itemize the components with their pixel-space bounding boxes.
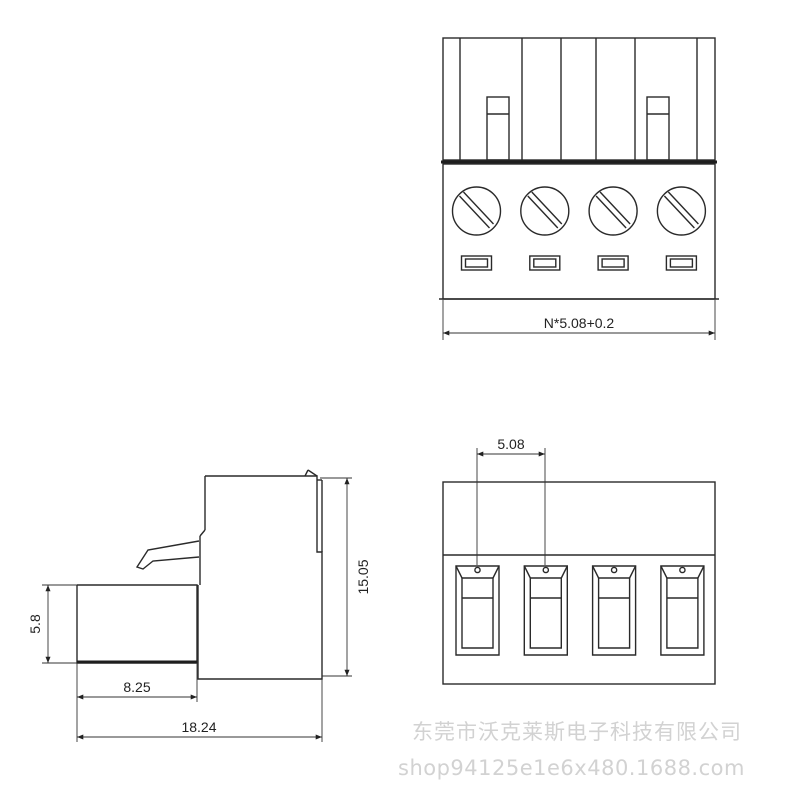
side-view: 15.05 5.8 8.25 18.24 xyxy=(27,469,371,742)
socket xyxy=(591,565,637,656)
screw-icon xyxy=(520,186,570,236)
watermark-url: shop94125e1e6x480.1688.com xyxy=(398,756,745,780)
wire-entry xyxy=(460,255,493,271)
socket xyxy=(455,565,500,656)
socket xyxy=(660,565,705,656)
wire-entry xyxy=(665,255,698,271)
plug-height-label: 5.8 xyxy=(27,614,43,634)
watermark-company: 东莞市沃克莱斯电子科技有限公司 xyxy=(412,720,742,744)
plug-depth-label: 8.25 xyxy=(123,679,150,695)
screw-icon xyxy=(588,186,638,236)
socket xyxy=(523,565,568,656)
total-depth-label: 18.24 xyxy=(181,719,216,735)
overall-width-label: N*5.08+0.2 xyxy=(544,315,615,331)
front-view: 5.08 xyxy=(442,436,716,685)
pitch-label: 5.08 xyxy=(497,436,524,452)
wire-entry xyxy=(529,255,561,271)
screw-icon xyxy=(451,186,502,236)
screw-icon xyxy=(656,186,707,236)
height-label: 15.05 xyxy=(355,559,371,594)
top-view: N*5.08+0.2 xyxy=(439,37,719,340)
wire-entry xyxy=(597,255,629,271)
